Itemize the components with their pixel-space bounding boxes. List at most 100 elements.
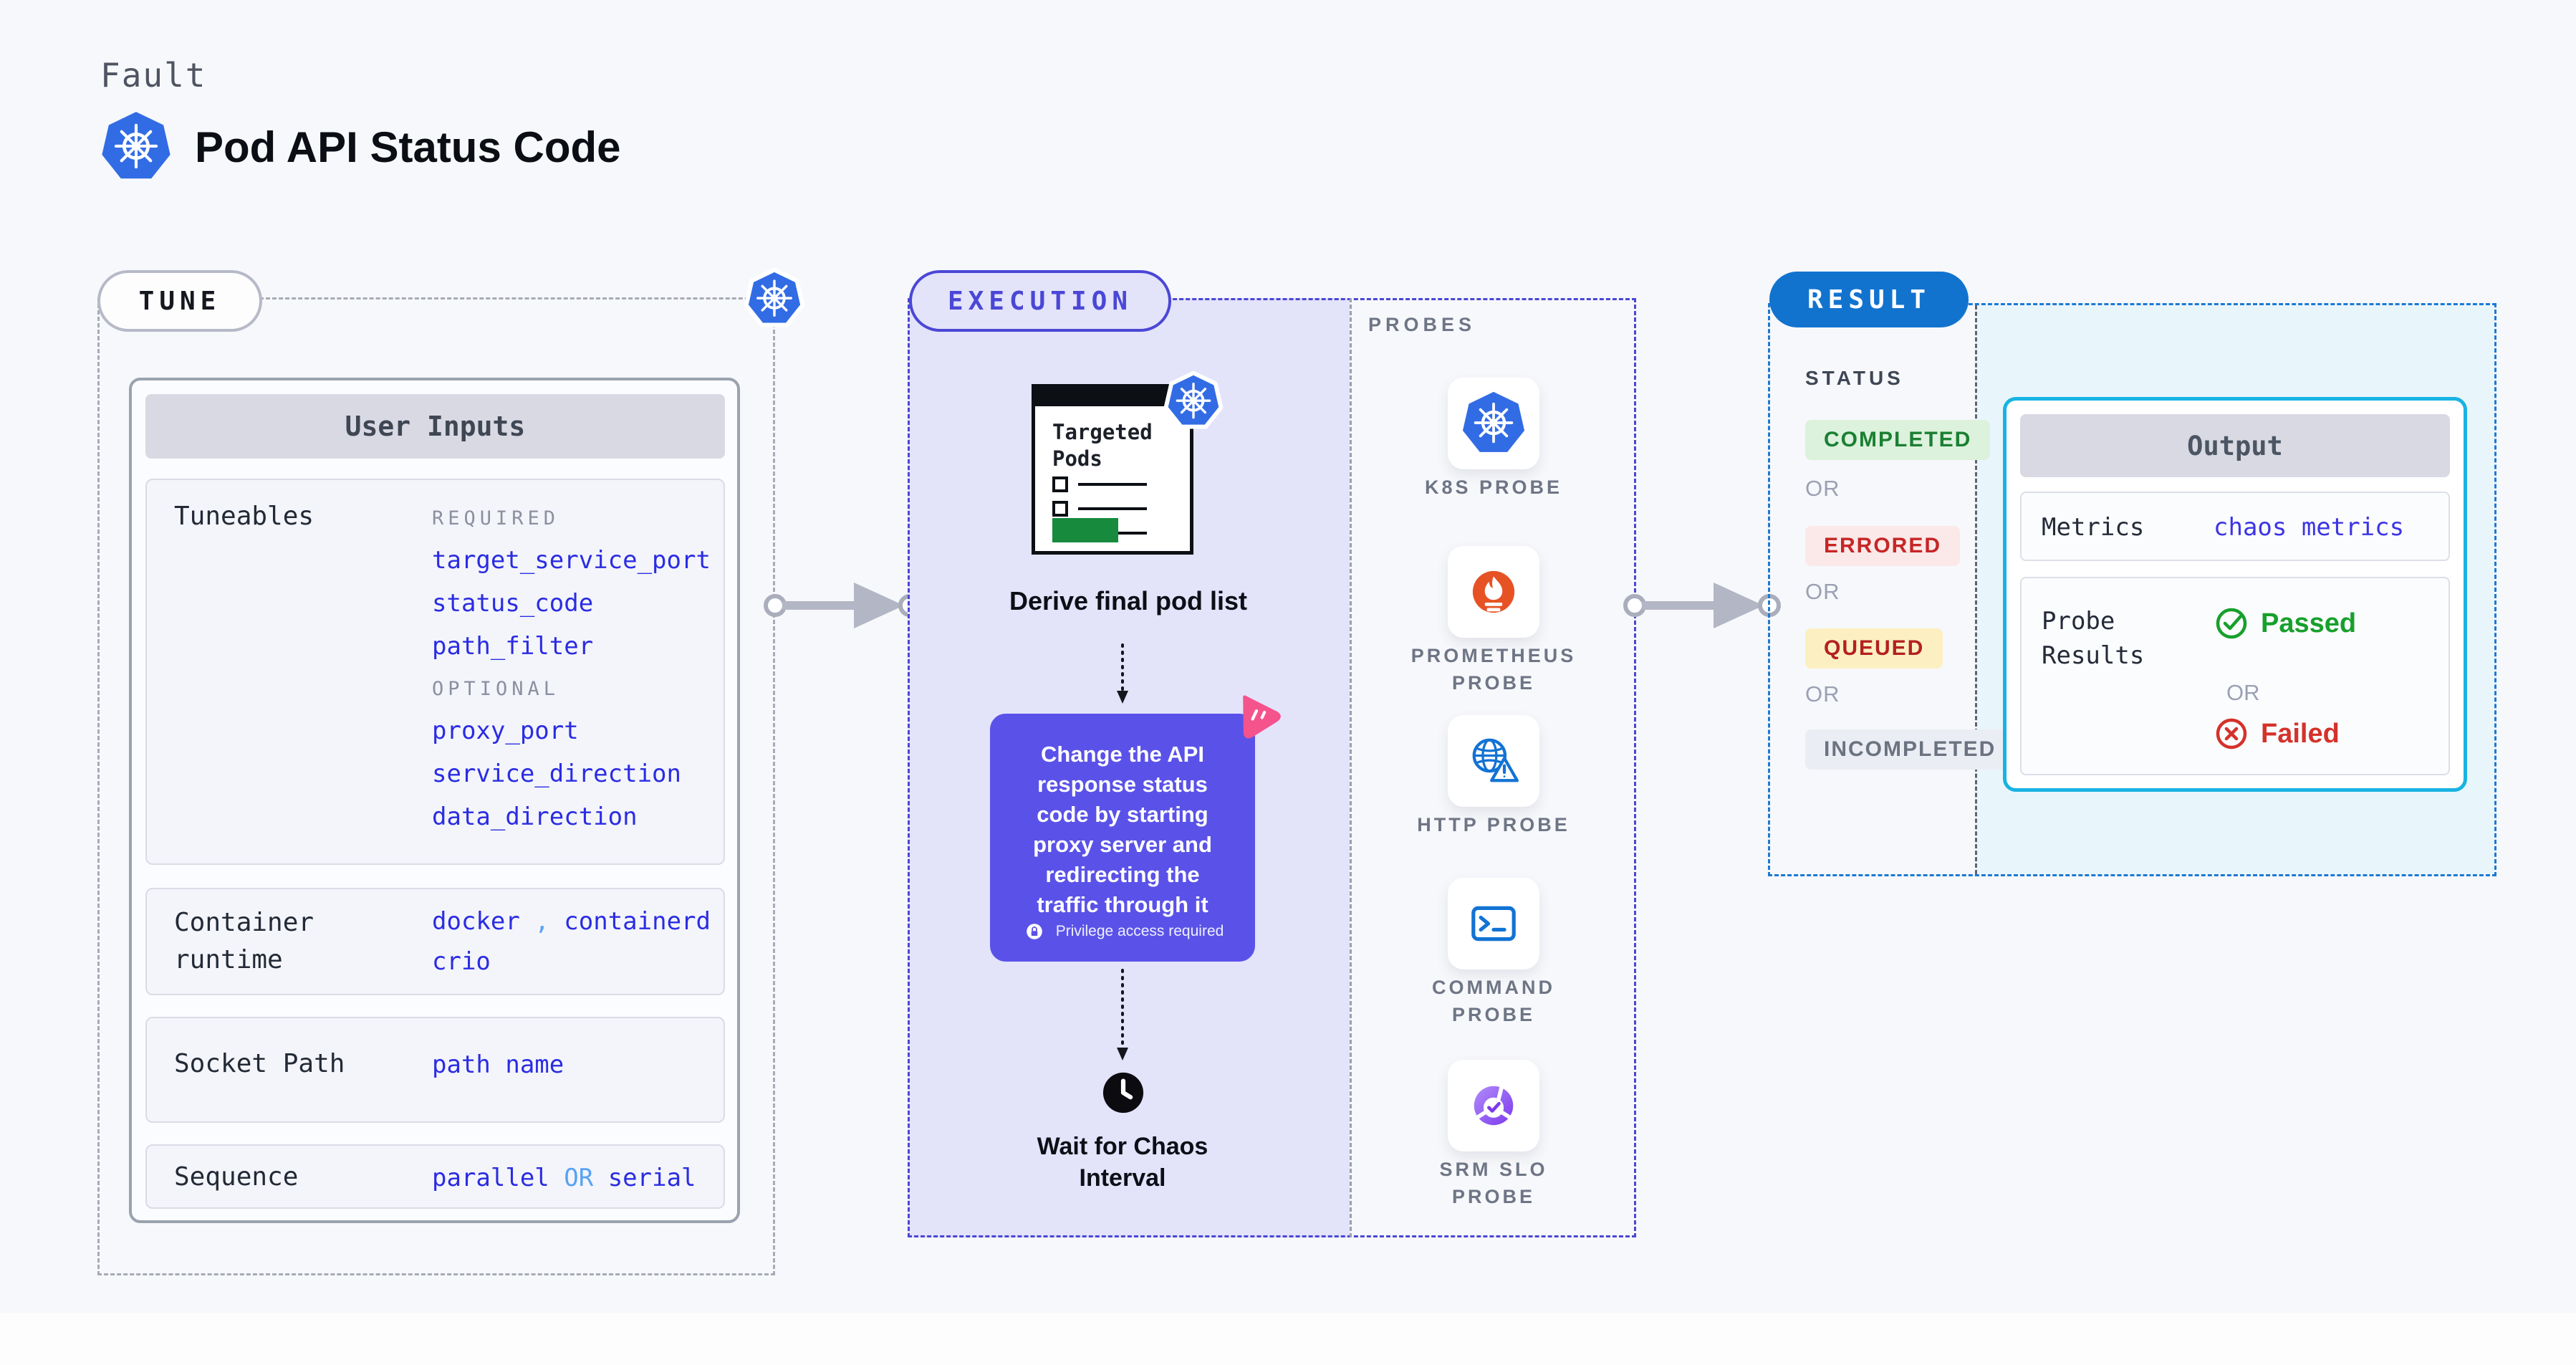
k8s-probe-card: [1448, 378, 1539, 469]
x-circle-icon: [2214, 716, 2249, 752]
targeted-pods-illustration: Targeted Pods: [1032, 384, 1193, 555]
user-inputs-header: User Inputs: [145, 394, 725, 459]
execution-badge: EXECUTION: [909, 270, 1171, 332]
tuneables-row: [145, 479, 725, 865]
pod-checklist-item: [1052, 476, 1147, 492]
checkbox-icon: [1052, 501, 1068, 517]
status-badge-completed: COMPLETED: [1805, 420, 1991, 460]
prometheus-icon: [1472, 570, 1515, 613]
failed-label: Failed: [2261, 718, 2340, 749]
param-data-direction: data_direction: [432, 803, 638, 831]
tune-section-box: [97, 297, 775, 1275]
runtime-separator: ,: [534, 907, 549, 936]
k8s-probe-label: K8S PROBE: [1424, 476, 1563, 498]
or-separator: OR: [1805, 579, 1840, 604]
probes-divider: [1350, 298, 1352, 1237]
tune-badge: TUNE: [97, 270, 262, 332]
list-line: [1078, 483, 1147, 486]
wait-chaos-interval-caption: Wait for Chaos Interval: [1037, 1133, 1208, 1192]
status-badge-incompleted: INCOMPLETED: [1805, 729, 2015, 770]
command-probe-label: COMMAND PROBE: [1432, 977, 1555, 1025]
checkbox-icon: [1052, 476, 1068, 492]
status-badge-errored: ERRORED: [1805, 526, 1961, 566]
output-card: Output Metrics chaos metrics Probe Resul…: [2003, 397, 2467, 792]
sequence-parallel: parallel: [432, 1164, 549, 1192]
container-runtime-values: docker , containerd crio: [432, 901, 711, 982]
srm-slo-probe-card: [1448, 1060, 1539, 1151]
srm-slo-icon: [1460, 1072, 1527, 1139]
passed-label: Passed: [2261, 608, 2357, 638]
metrics-value: chaos metrics: [2214, 513, 2405, 542]
probe-results-row: Probe Results Passed OR Failed: [2020, 577, 2450, 775]
passed-verdict: Passed: [2214, 605, 2356, 641]
k8s-icon: [1460, 390, 1527, 457]
socket-path-label: Socket Path: [174, 1049, 345, 1078]
lock-icon: [1025, 923, 1043, 940]
fault-action-text: Change the API response status code by s…: [1033, 742, 1212, 917]
container-runtime-label: Container runtime: [174, 908, 314, 974]
or-separator: OR: [1805, 681, 1840, 707]
probe-results-label: Probe Results: [2042, 607, 2145, 670]
clock-icon: [1095, 1065, 1151, 1121]
privilege-note-row: Privilege access required: [990, 919, 1255, 944]
sequence-label: Sequence: [174, 1162, 299, 1192]
probes-title: PROBES: [1368, 314, 1476, 335]
metrics-label: Metrics: [2042, 513, 2145, 542]
runtime-docker: docker: [432, 907, 520, 936]
sequence-serial: serial: [607, 1164, 696, 1192]
failed-verdict: Failed: [2214, 716, 2340, 752]
kubernetes-icon: [1163, 370, 1224, 433]
or-separator: OR: [2226, 680, 2260, 705]
sequence-or: OR: [564, 1164, 594, 1192]
privilege-note: Privilege access required: [1055, 923, 1224, 939]
execution-section-box: [908, 298, 1636, 1237]
document-topbar: [1035, 388, 1190, 406]
param-status-code: status_code: [432, 589, 594, 618]
result-section-box: [1768, 303, 2496, 876]
pod-checklist-item: [1052, 501, 1147, 517]
targeted-pods-title: Targeted Pods: [1052, 420, 1153, 471]
chaos-logo-icon: [1228, 686, 1282, 741]
http-probe-label: HTTP PROBE: [1417, 814, 1570, 835]
page-title: Pod API Status Code: [195, 123, 621, 171]
result-divider: [1975, 305, 1977, 874]
check-circle-icon: [2214, 605, 2249, 641]
tuneables-label: Tuneables: [174, 502, 314, 531]
metrics-row: Metrics chaos metrics: [2020, 492, 2450, 561]
tune-to-execution-arrow: [764, 577, 921, 634]
or-separator: OR: [1805, 476, 1840, 501]
optional-label: OPTIONAL: [432, 677, 560, 700]
derive-pod-list-caption: Derive final pod list: [1009, 586, 1248, 616]
required-label: REQUIRED: [432, 507, 560, 530]
srm-slo-probe-label: SRM SLO PROBE: [1439, 1159, 1548, 1207]
execution-to-result-arrow: [1623, 577, 1781, 634]
sequence-row: [145, 1144, 725, 1209]
down-arrow: [1117, 643, 1128, 704]
status-label: STATUS: [1805, 367, 1904, 389]
socket-path-row: [145, 1017, 725, 1123]
command-probe-card: [1448, 878, 1539, 969]
http-icon: [1460, 727, 1527, 795]
runtime-containerd: containerd: [564, 907, 711, 936]
http-probe-card: [1448, 715, 1539, 807]
runtime-crio: crio: [432, 947, 491, 976]
output-header: Output: [2020, 414, 2450, 477]
fault-kicker: Fault: [100, 56, 207, 95]
tuneables-values: REQUIRED target_service_port status_code…: [432, 497, 719, 838]
command-icon: [1460, 890, 1527, 957]
kubernetes-icon: [744, 267, 805, 331]
sequence-value: parallel OR serial: [432, 1164, 696, 1192]
param-proxy-port: proxy_port: [432, 717, 579, 745]
param-path-filter: path_filter: [432, 632, 594, 661]
green-bar: [1052, 518, 1118, 542]
list-line: [1078, 507, 1147, 510]
socket-path-value: path name: [432, 1050, 564, 1079]
status-badge-queued: QUEUED: [1805, 628, 1943, 669]
prometheus-probe-label: PROMETHEUS PROBE: [1410, 645, 1577, 694]
container-runtime-row: [145, 888, 725, 995]
down-arrow: [1117, 969, 1128, 1060]
kubernetes-icon: [99, 107, 173, 186]
param-target-service-port: target_service_port: [432, 546, 711, 575]
param-service-direction: service_direction: [432, 760, 681, 788]
